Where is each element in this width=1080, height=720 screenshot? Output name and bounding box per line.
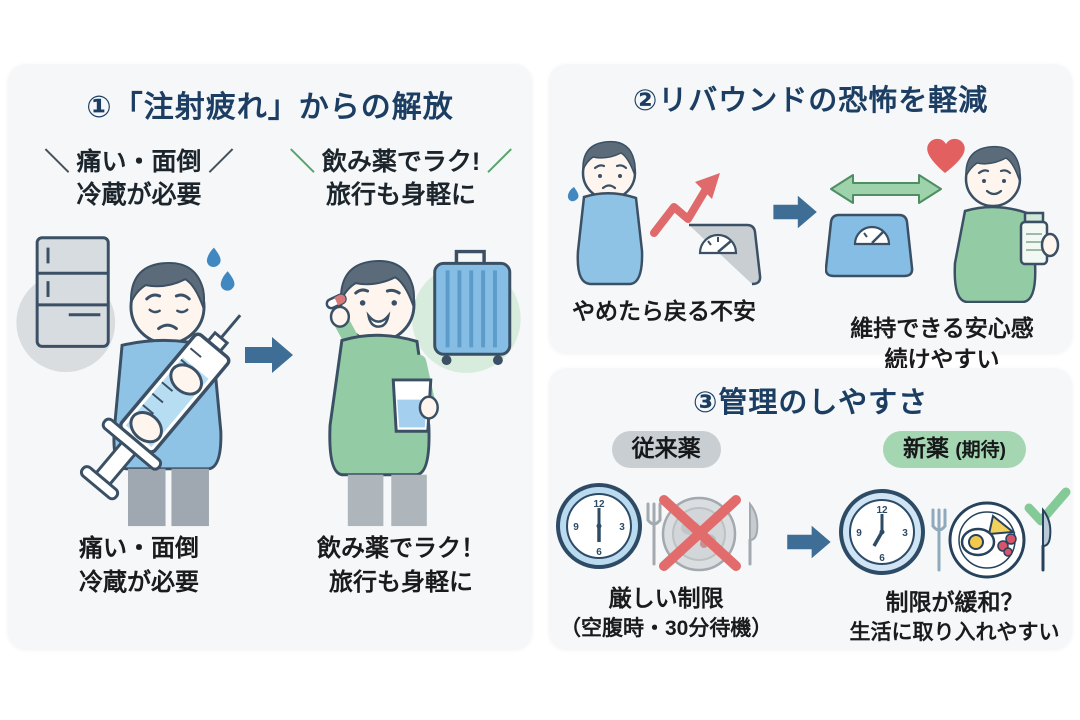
oral-medicine-illustration [325, 249, 521, 527]
slash-close: ／ [487, 148, 513, 176]
caption-before-line1: 痛い・面倒 [79, 535, 199, 562]
caption-after-line2: 続けやすい [884, 345, 1000, 372]
badge-new-drug-main: 新薬 [902, 434, 949, 461]
badge-new-drug: 新薬 (期待) [882, 430, 1027, 468]
svg-text:3: 3 [619, 522, 625, 533]
note-before-line2: 冷蔵が必要 [76, 181, 202, 209]
worried-man [112, 261, 223, 527]
note-before: ＼ 痛い・面倒 ／ 冷蔵が必要 [8, 146, 270, 212]
weight-regain-anxiety-illustration [567, 140, 761, 286]
badge-conventional-drug: 従来薬 [611, 430, 721, 468]
panel3-caption-after: 制限が緩和？ 生活に取り入れやすい [850, 586, 1060, 648]
strict-restriction-illustration: 12 3 6 9 [555, 482, 758, 571]
svg-text:6: 6 [596, 547, 602, 558]
panel1-title: ①「注射疲れ」からの解放 [86, 91, 454, 124]
caption-after-line1: 制限が緩和？ [885, 588, 1024, 615]
caption-before-line2: （空腹時・30分待機） [559, 616, 773, 640]
check-icon [1024, 487, 1071, 526]
panel-rebound-fear: ②リバウンドの恐怖を軽減 [549, 64, 1072, 372]
panel2-caption-before: やめたら戻る不安 [572, 297, 756, 324]
panel2-caption-after: 維持できる安心感 続けやすい [850, 313, 1034, 375]
sweat-drop-icon [567, 186, 578, 201]
right-arrow-icon [772, 195, 817, 229]
cutlery-icon [646, 502, 662, 566]
svg-text:3: 3 [902, 528, 908, 539]
panel3-title: ③管理のしやすさ [692, 387, 929, 419]
slash-close: ／ [208, 148, 234, 176]
note-after-line1: 飲み薬でラク! [321, 148, 481, 176]
scale-icon [824, 213, 913, 278]
fork-icon [931, 508, 947, 572]
happy-man-with-bottle [953, 145, 1059, 303]
panel2-illustrations: やめたら戻る不安 [549, 131, 1072, 375]
panel1-captions: 痛い・面倒 冷蔵が必要 飲み薬でラク！ 旅行も身軽に [8, 532, 532, 600]
panel-ease-of-management: ③管理のしやすさ 従来薬 12 3 6 9 [549, 368, 1072, 649]
happy-man [325, 259, 439, 527]
caption-before-line2: 冷蔵が必要 [79, 569, 199, 597]
injection-fatigue-illustration [16, 236, 242, 527]
slash-open: ＼ [44, 148, 70, 176]
caption-after-line1: 飲み薬でラク！ [317, 535, 485, 562]
breakfast-plate-icon [948, 501, 1026, 579]
svg-text:9: 9 [856, 528, 862, 539]
caption-before-line1: 厳しい制限 [608, 584, 724, 611]
syringe-icon [79, 314, 242, 501]
slash-open: ＼ [289, 148, 315, 176]
caption-after-line2: 旅行も身軽に [329, 569, 473, 597]
panel3-caption-before: 厳しい制限 （空腹時・30分待機） [560, 582, 772, 644]
clock-icon: 12 3 6 9 [839, 488, 925, 575]
double-arrow-icon [829, 173, 942, 204]
weight-maintained-illustration [824, 138, 1059, 303]
note-after: ＼ 飲み薬でラク! ／ 旅行も身軽に [270, 146, 532, 212]
scale-icon [688, 223, 761, 286]
panel-injection-relief: ①「注射疲れ」からの解放 ＼ 痛い・面倒 ／ 冷蔵が必要 ＼ 飲み薬でラク! ／… [8, 64, 532, 649]
caption-before: 痛い・面倒 冷蔵が必要 [8, 532, 270, 600]
panel2-title: ②リバウンドの恐怖を軽減 [632, 85, 989, 117]
panel1-illustrations [8, 216, 532, 532]
right-arrow-icon [245, 337, 293, 373]
panel1-notes: ＼ 痛い・面倒 ／ 冷蔵が必要 ＼ 飲み薬でラク! ／ 旅行も身軽に [8, 146, 532, 212]
caption-after: 飲み薬でラク！ 旅行も身軽に [270, 532, 532, 600]
panel3-content: 従来薬 12 3 6 9 [549, 430, 1072, 648]
svg-text:12: 12 [593, 499, 605, 510]
caption-after-line2: 生活に取り入れやすい [849, 620, 1060, 644]
fridge-icon [35, 236, 110, 348]
worried-man [567, 140, 643, 286]
right-arrow-icon [787, 525, 831, 559]
badge-new-drug-sub: (期待) [955, 439, 1007, 461]
svg-text:12: 12 [876, 505, 888, 516]
heart-icon [926, 138, 965, 173]
note-after-line2: 旅行も身軽に [325, 181, 476, 209]
svg-text:6: 6 [879, 553, 885, 564]
rising-arrow-icon [649, 172, 720, 237]
relaxed-restriction-illustration: 12 3 6 9 [839, 487, 1071, 579]
svg-text:9: 9 [573, 522, 579, 533]
suitcase-icon [433, 249, 512, 366]
sweat-drops-icon [206, 247, 235, 291]
clock-icon: 12 3 6 9 [555, 482, 642, 569]
caption-after-line1: 維持できる安心感 [850, 314, 1034, 341]
knife-icon [748, 500, 758, 566]
knife-icon [1041, 506, 1052, 572]
note-before-line1: 痛い・面倒 [76, 148, 202, 176]
pill-icon [325, 293, 347, 310]
red-cross-icon [658, 494, 741, 571]
